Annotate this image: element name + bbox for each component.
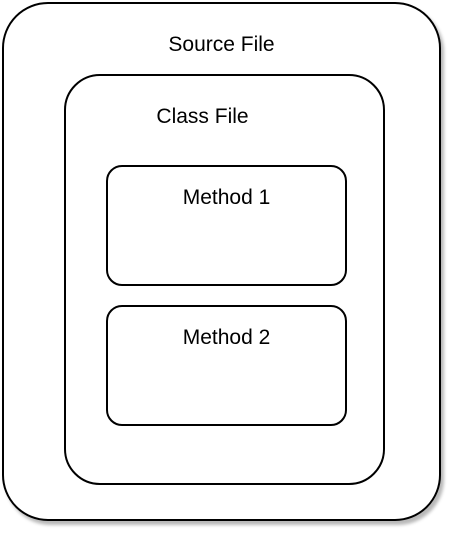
method-2-box: Method 2 bbox=[106, 305, 347, 426]
class-file-label: Class File bbox=[156, 105, 249, 128]
method-2-label: Method 2 bbox=[182, 326, 271, 349]
class-file-box: Class File Method 1 Method 2 bbox=[64, 74, 385, 485]
source-file-box: Source File Class File Method 1 Method 2 bbox=[2, 2, 441, 521]
source-file-label: Source File bbox=[168, 33, 275, 56]
method-1-label: Method 1 bbox=[182, 186, 271, 209]
method-1-box: Method 1 bbox=[106, 165, 347, 286]
